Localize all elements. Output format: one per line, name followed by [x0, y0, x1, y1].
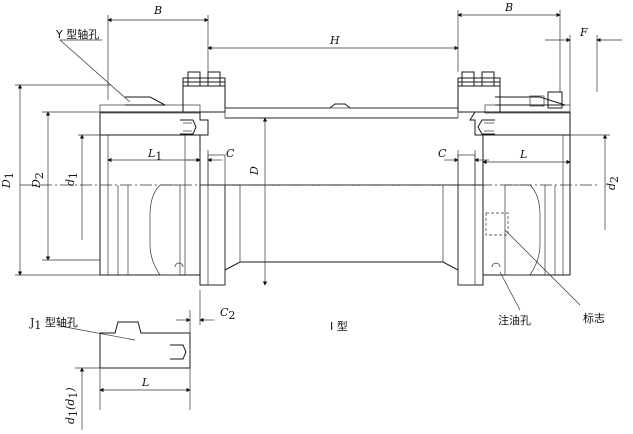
dim-c-left: C	[226, 147, 235, 160]
dim-b-left: B	[153, 4, 162, 17]
dim-c2: C2	[220, 306, 235, 322]
dim-d1: D1	[0, 172, 16, 189]
dim-d2-bore: d2	[605, 176, 621, 190]
mark-label: 标志	[583, 311, 605, 325]
dim-h: H	[329, 34, 340, 47]
dim-l-right: L	[519, 148, 527, 161]
left-hub	[99, 71, 226, 286]
dim-d: D	[248, 166, 261, 176]
dim-c-right: C	[438, 147, 447, 160]
dimensions	[15, 10, 622, 430]
y-bore-label: Y 型轴孔	[55, 27, 99, 41]
right-hub	[457, 71, 571, 286]
dim-l1: L1	[147, 147, 162, 163]
type-label: I 型	[330, 319, 348, 333]
dim-f: F	[579, 26, 588, 39]
dim-b-right: B	[504, 1, 513, 14]
sleeve	[224, 103, 459, 271]
dim-l-bottom: L	[141, 376, 149, 389]
j1-bore-detail	[99, 321, 191, 410]
leaders	[59, 39, 581, 341]
dim-d1-bore: d1	[64, 172, 80, 186]
j1-bore-label: J1 型轴孔	[29, 315, 78, 332]
oil-hole-label: 注油孔	[498, 313, 531, 327]
dim-d-bottom: d1(d1)	[64, 387, 80, 424]
dim-d2: D2	[30, 172, 46, 189]
